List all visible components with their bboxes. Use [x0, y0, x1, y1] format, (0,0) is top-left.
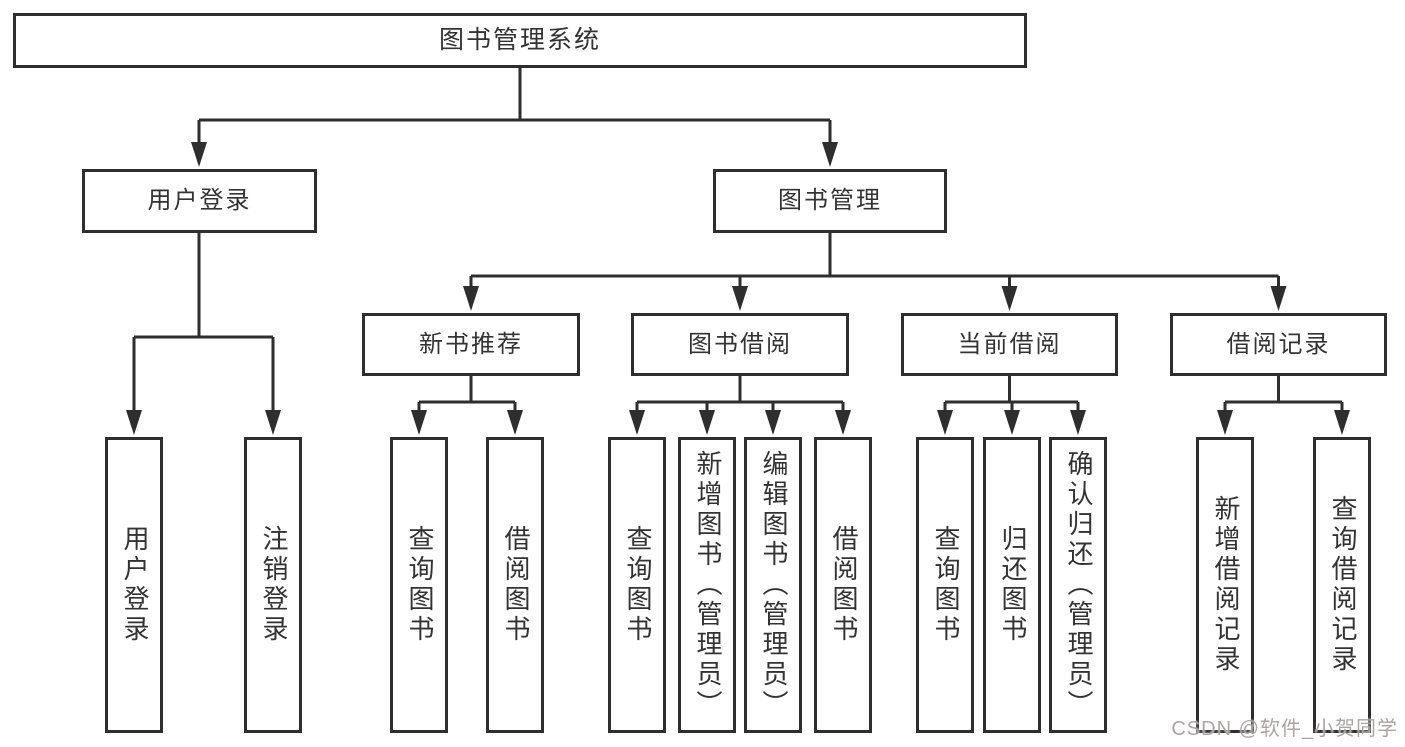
node-book-management-branch: 图书管理 [713, 169, 947, 233]
node-query-books-current: 查询图书 [916, 437, 974, 733]
node-borrow-books-leaf: 借阅图书 [814, 437, 872, 733]
node-logout: 注销登录 [244, 437, 302, 733]
node-book-borrowing: 图书借阅 [631, 313, 849, 376]
node-return-books: 归还图书 [983, 437, 1041, 733]
node-borrowing-records: 借阅记录 [1170, 313, 1387, 376]
node-query-books-borrow: 查询图书 [608, 437, 666, 733]
node-query-borrow-record: 查询借阅记录 [1313, 437, 1371, 733]
node-current-borrowing: 当前借阅 [901, 313, 1118, 376]
node-edit-books-admin: 编辑图书（管理员） [744, 437, 802, 733]
node-borrow-books-recommend: 借阅图书 [486, 437, 544, 733]
connector-paths [132, 66, 1344, 414]
csdn-watermark: CSDN @软件_小贺同学 [1171, 718, 1398, 740]
node-user-login-leaf: 用户登录 [105, 437, 163, 733]
node-confirm-return-admin: 确认归还（管理员） [1049, 437, 1107, 733]
node-add-books-admin: 新增图书（管理员） [678, 437, 736, 733]
arrowheads [126, 142, 1350, 435]
node-query-books-recommend: 查询图书 [390, 437, 448, 733]
node-user-login-branch: 用户登录 [82, 169, 317, 233]
node-library-management-system: 图书管理系统 [13, 13, 1027, 68]
node-new-book-recommendation: 新书推荐 [362, 313, 580, 376]
node-add-borrow-record: 新增借阅记录 [1196, 437, 1254, 733]
